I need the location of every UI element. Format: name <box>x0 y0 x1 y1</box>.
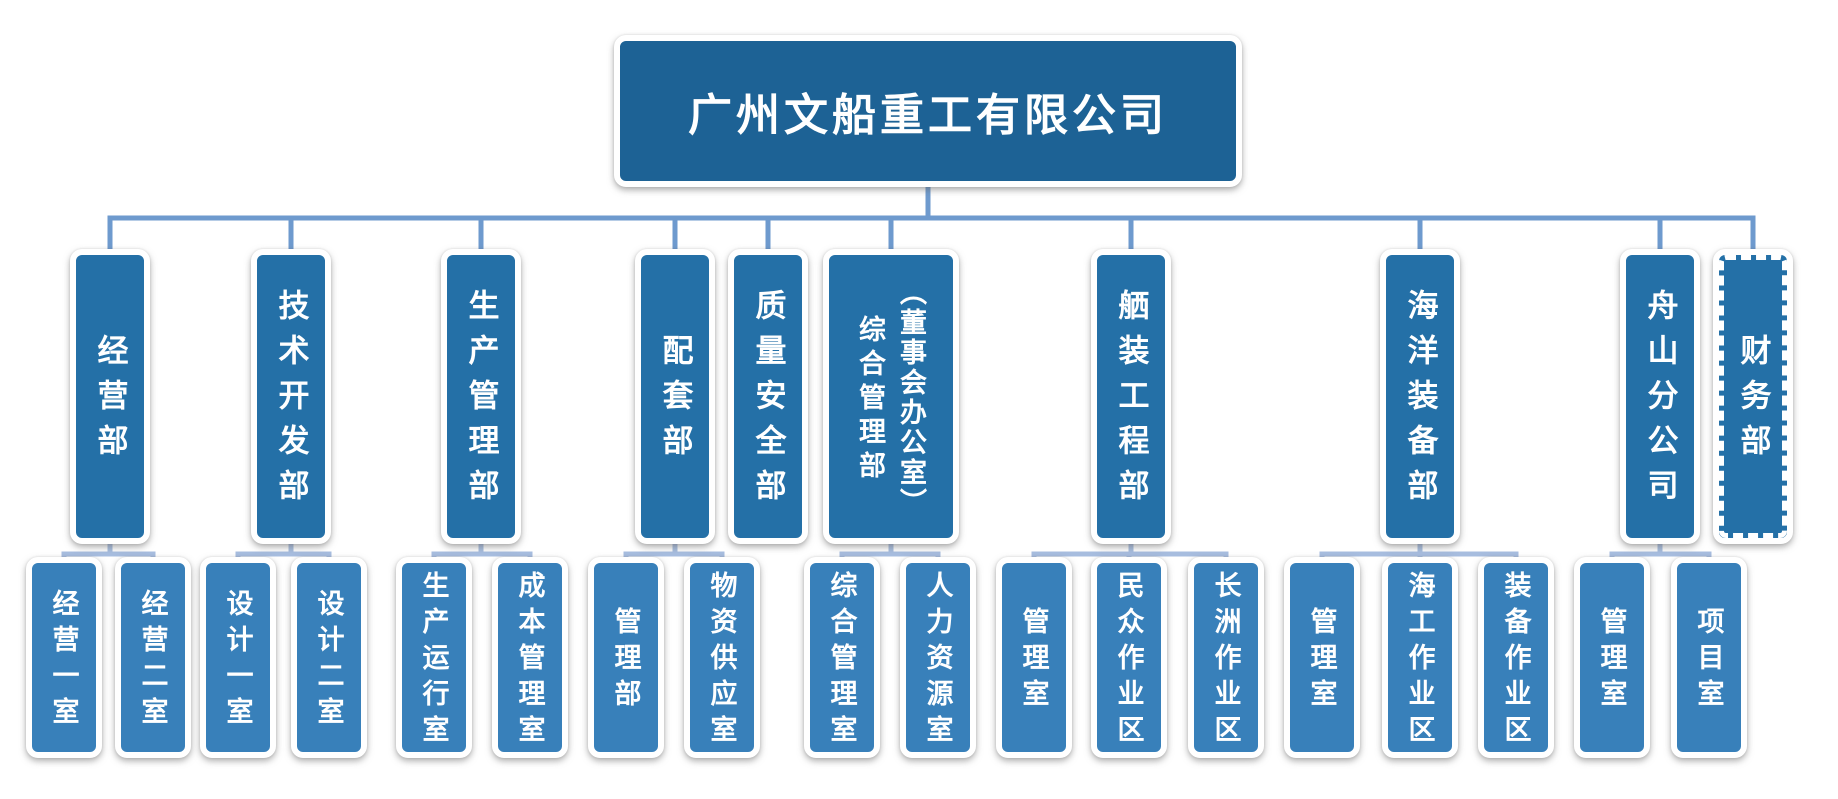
box-label: 舾装工程部 <box>1113 289 1149 514</box>
dept-box: 质量安全部 <box>728 249 808 544</box>
sub-dept-box: 项目室 <box>1671 557 1747 758</box>
dept-box: 经营部 <box>70 249 150 544</box>
sub-dept-box: 经营一室 <box>26 557 102 758</box>
sub-dept-box: 经营二室 <box>115 557 191 758</box>
dept-box: 综合管理部 （董事会办公室） <box>823 249 959 544</box>
box-label: 设计一室 <box>222 588 253 733</box>
box-label: 人力资源室 <box>922 570 953 751</box>
sub-dept-box: 管理室 <box>1574 557 1650 758</box>
sub-dept-box: 装备作业区 <box>1478 557 1554 758</box>
dept-box: 生产管理部 <box>441 249 521 544</box>
box-label: 长洲作业区 <box>1210 570 1241 751</box>
box-label: 设计二室 <box>313 588 344 733</box>
dept-box: 海洋装备部 <box>1380 249 1460 544</box>
sub-dept-box: 管理部 <box>588 557 664 758</box>
box-label: 生产管理部 <box>463 289 499 514</box>
sub-dept-box: 成本管理室 <box>492 557 568 758</box>
box-label: 质量安全部 <box>750 289 786 514</box>
sub-dept-box: 人力资源室 <box>900 557 976 758</box>
dept-box: 舾装工程部 <box>1091 249 1171 544</box>
box-label: 民众作业区 <box>1113 570 1144 751</box>
box-label: 成本管理室 <box>514 570 545 751</box>
box-label: 项目室 <box>1693 606 1724 715</box>
sub-dept-box: 海工作业区 <box>1382 557 1458 758</box>
box-label: 海洋装备部 <box>1402 289 1438 514</box>
org-root-label: 广州文船重工有限公司 <box>688 91 1168 140</box>
box-label: 管理室 <box>1306 606 1337 715</box>
sub-dept-box: 生产运行室 <box>396 557 472 758</box>
box-label: 财务部 <box>1735 334 1771 469</box>
dept-box: 舟山分公司 <box>1620 249 1700 544</box>
dept-box: 技术开发部 <box>251 249 331 544</box>
dept-box: 配套部 <box>635 249 715 544</box>
dept-box-dashed: 财务部 <box>1713 249 1793 544</box>
sub-dept-box: 民众作业区 <box>1091 557 1167 758</box>
box-label: 经营一室 <box>48 588 79 733</box>
sub-dept-box: 长洲作业区 <box>1188 557 1264 758</box>
box-label: 装备作业区 <box>1500 570 1531 751</box>
sub-dept-box: 设计一室 <box>200 557 276 758</box>
box-label: 技术开发部 <box>273 289 309 514</box>
box-label: （董事会办公室） <box>896 277 926 518</box>
box-label: 管理室 <box>1596 606 1627 715</box>
box-label: 管理室 <box>1018 606 1049 715</box>
sub-dept-box: 管理室 <box>996 557 1072 758</box>
box-label: 物资供应室 <box>706 570 737 751</box>
box-label: 经营二室 <box>137 588 168 733</box>
sub-dept-box: 物资供应室 <box>684 557 760 758</box>
sub-dept-box: 管理室 <box>1284 557 1360 758</box>
box-label: 舟山分公司 <box>1642 289 1678 514</box>
box-label: 管理部 <box>610 606 641 715</box>
sub-dept-box: 设计二室 <box>291 557 367 758</box>
sub-dept-box: 综合管理室 <box>804 557 880 758</box>
box-label: 综合管理部 <box>855 314 885 485</box>
box-label: 综合管理室 <box>826 570 857 751</box>
org-root-box: 广州文船重工有限公司 <box>614 35 1242 187</box>
box-label: 海工作业区 <box>1404 570 1435 751</box>
box-label: 经营部 <box>92 334 128 469</box>
box-label: 生产运行室 <box>418 570 449 751</box>
box-label: 配套部 <box>657 334 693 469</box>
